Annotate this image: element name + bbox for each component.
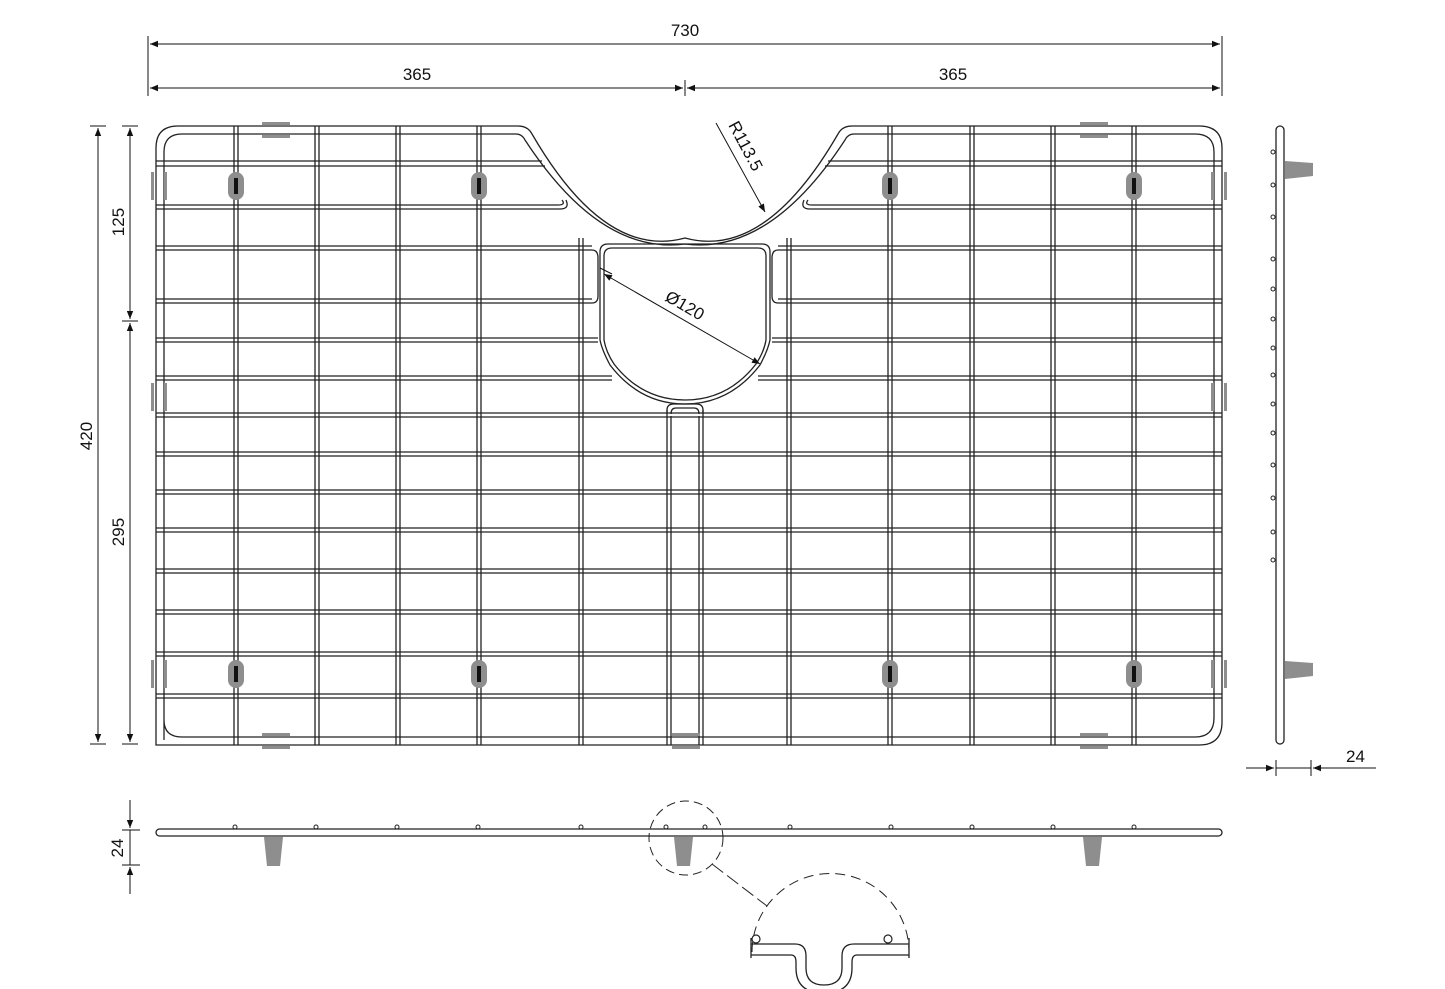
- vertical-wires: [233, 126, 1137, 745]
- dimension-side-height: 24: [1246, 747, 1376, 776]
- grid-top-view: R113.5 Ø120: [151, 118, 1227, 749]
- overall-width-label: 730: [671, 21, 699, 40]
- horizontal-wires: [156, 160, 1222, 699]
- front-view: [155, 800, 1223, 907]
- upper-height-label: 125: [109, 208, 128, 236]
- radius-label: R113.5: [724, 118, 766, 174]
- dimension-overall-width: 730: [147, 21, 1223, 96]
- front-height-label: 24: [108, 839, 127, 858]
- dimension-radius: R113.5: [715, 118, 766, 213]
- dimension-diameter: Ø120: [599, 267, 761, 365]
- side-height-label: 24: [1346, 747, 1365, 766]
- dimension-front-height: 24: [108, 800, 140, 894]
- dimension-heights: 420 125 295: [77, 125, 138, 745]
- edge-clips: [151, 122, 1227, 749]
- side-view: [1270, 125, 1313, 745]
- detail-view: [750, 873, 910, 989]
- half-width-left-label: 365: [403, 65, 431, 84]
- half-width-right-label: 365: [939, 65, 967, 84]
- lower-height-label: 295: [109, 518, 128, 546]
- detail-callout-circle: [648, 800, 724, 876]
- grid-feet: [228, 172, 1142, 688]
- dimension-half-widths: 365 365: [150, 65, 1220, 96]
- diameter-label: Ø120: [662, 287, 708, 324]
- overall-height-label: 420: [77, 422, 96, 450]
- drain-opening: [591, 243, 779, 415]
